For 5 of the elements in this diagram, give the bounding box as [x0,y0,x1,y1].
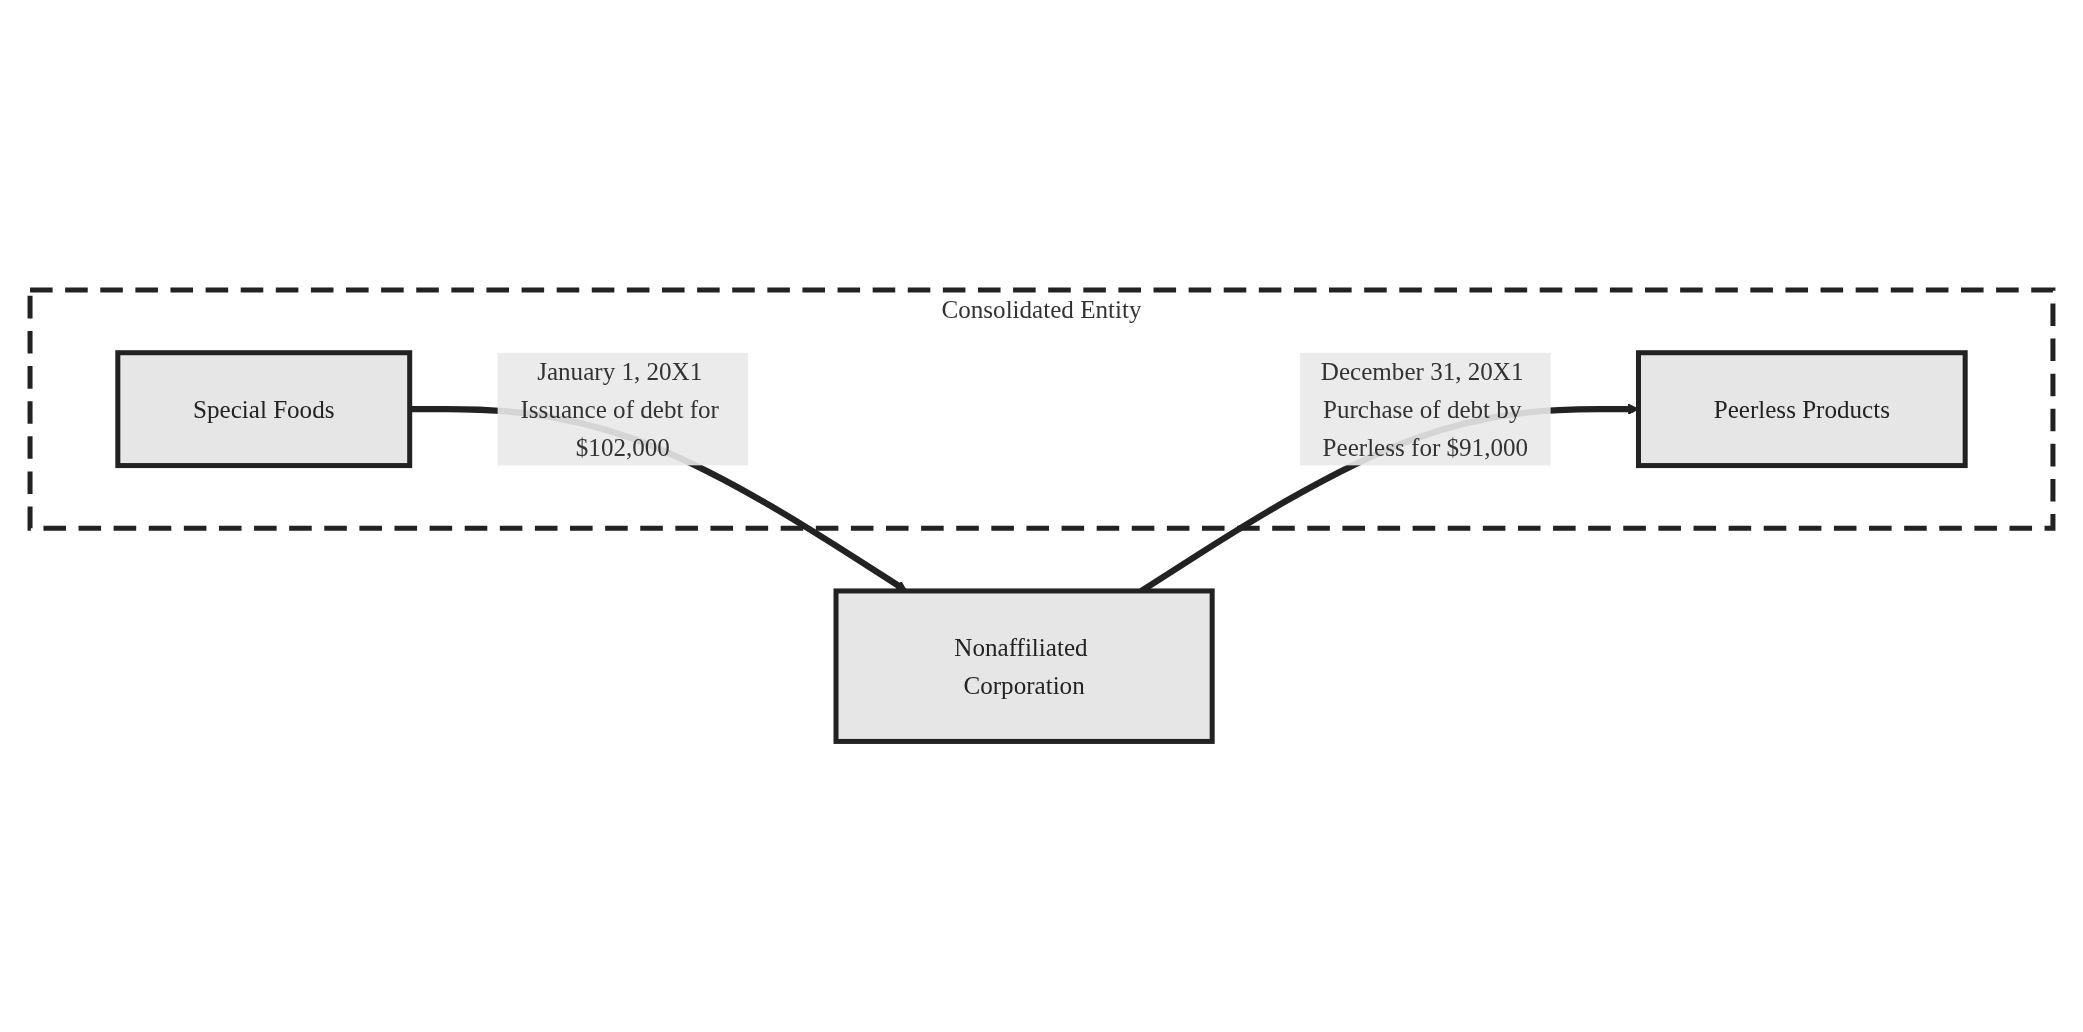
node-box: Special Foods [115,350,413,469]
edge-label: January 1, 20X1 Issuance of debt for $102,000 [520,358,719,461]
edge-label: December 31, 20X1 Purchase of debt by Peerless for $91,000 [1320,358,1529,461]
node-box: Peerless Products [1636,350,1968,469]
node-box: Nonaffiliated Corporation [833,588,1215,745]
